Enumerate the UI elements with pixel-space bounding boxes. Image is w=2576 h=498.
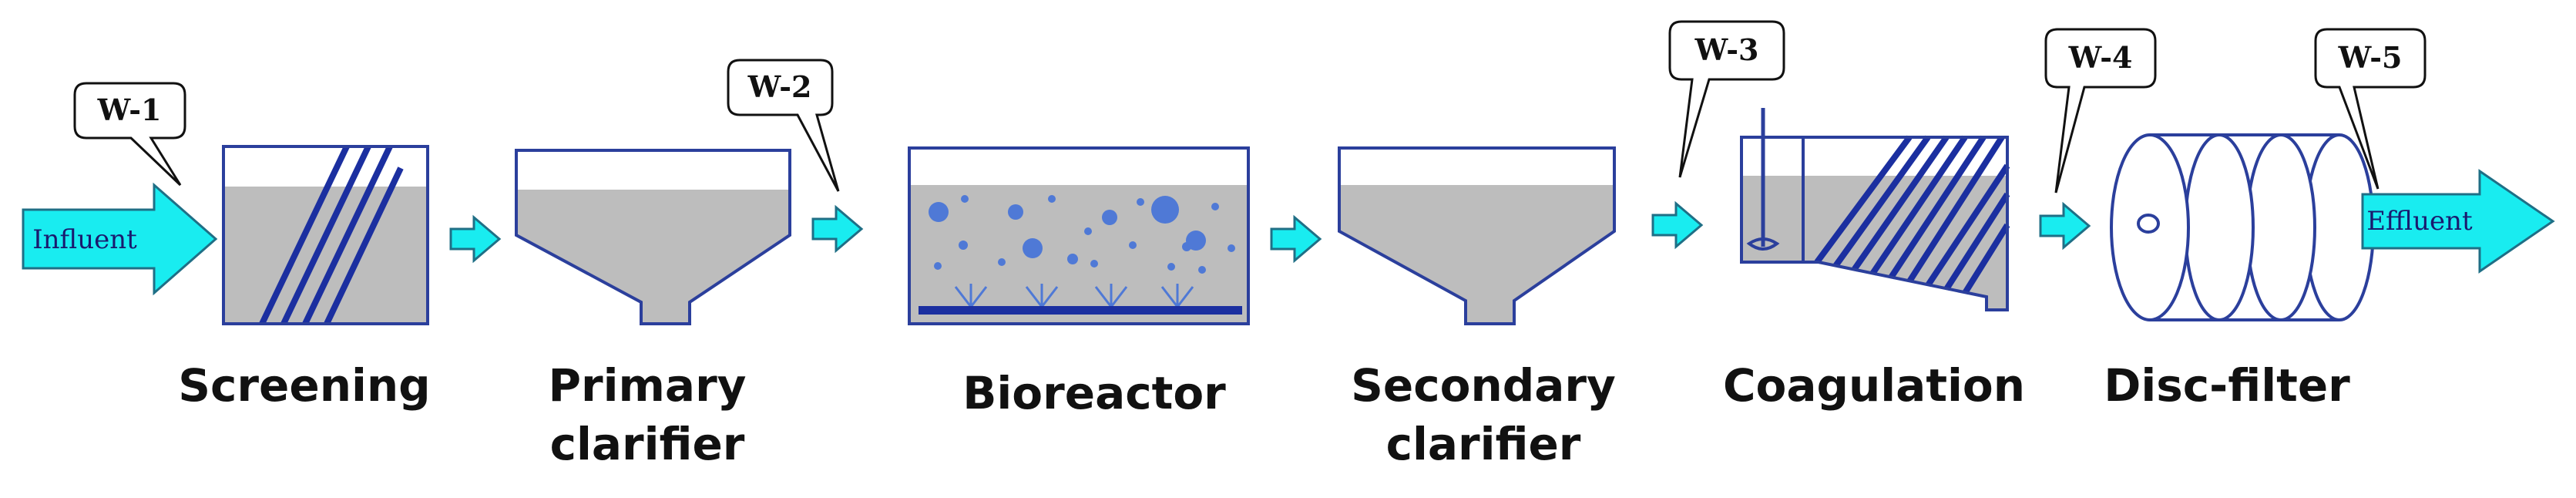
flow-arrow-1 (449, 214, 502, 264)
diffuser-grid (954, 284, 1194, 308)
sampling-point-label: W-4 (2068, 40, 2133, 75)
primary-clarifier-tank (515, 149, 791, 325)
sampling-point-label: W-5 (2338, 40, 2403, 75)
effluent-label: Effluent (2366, 206, 2473, 237)
screening-tank (222, 145, 429, 325)
sampling-callout-w4: W-4 (2044, 28, 2157, 193)
stage-label-secondary-line2: clarifier (1386, 418, 1581, 470)
coagulation-tank (1740, 108, 2010, 311)
flow-arrow-4 (1651, 200, 1704, 250)
stage-label-bioreactor: Bioreactor (962, 367, 1226, 419)
flow-arrow-5 (2039, 201, 2091, 251)
flow-arrow-3 (1270, 214, 1322, 264)
sampling-point-label: W-1 (97, 93, 162, 127)
sampling-point-label: W-3 (1694, 32, 1759, 67)
effluent-arrow: Effluent (2361, 169, 2555, 274)
stage-label-disc-filter: Disc-filter (2104, 359, 2350, 412)
disc-filter-unit (2110, 133, 2375, 321)
stage-label-primary-line2: clarifier (550, 418, 745, 470)
bioreactor-tank (908, 146, 1250, 325)
stage-label-secondary-line1: Secondary (1351, 359, 1616, 412)
secondary-clarifier-tank (1338, 146, 1616, 325)
influent-arrow: Influent (22, 182, 218, 296)
aeration-bubbles (929, 195, 1235, 274)
sampling-callout-w1: W-1 (73, 82, 186, 187)
sampling-callout-w5: W-5 (2314, 28, 2427, 190)
sampling-callout-w3: W-3 (1668, 20, 1785, 178)
stage-label-primary-line1: Primary (549, 359, 747, 412)
influent-label: Influent (32, 224, 137, 255)
stage-label-coagulation: Coagulation (1723, 359, 2025, 412)
stage-label-screening: Screening (178, 359, 430, 412)
sampling-callout-w2: W-2 (727, 59, 840, 192)
flow-arrow-2 (811, 204, 864, 254)
sampling-point-label: W-2 (747, 69, 812, 104)
